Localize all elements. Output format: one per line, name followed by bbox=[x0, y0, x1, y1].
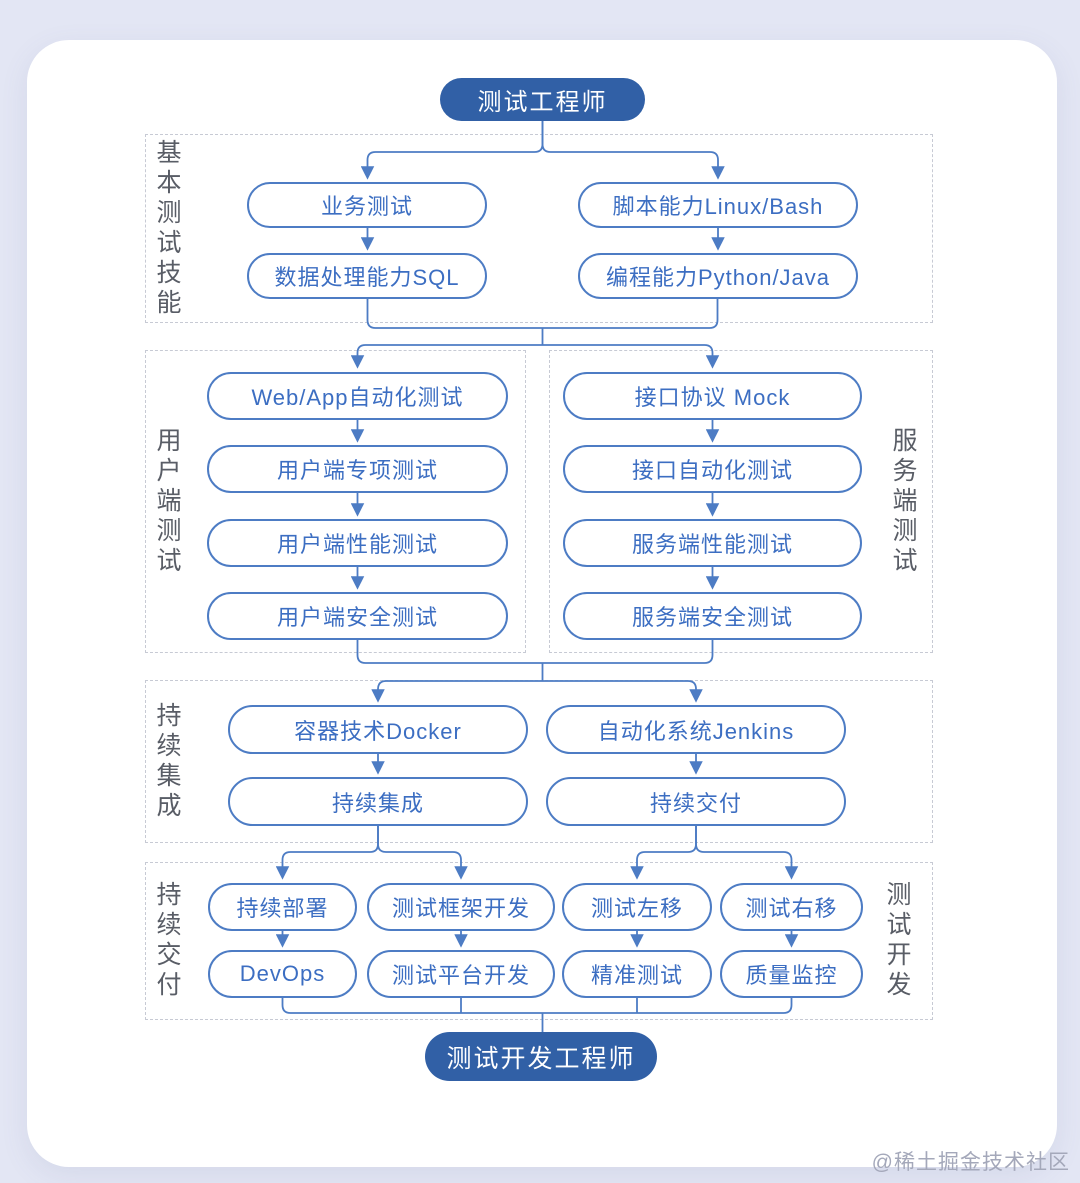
section-continuous-delivery-box bbox=[145, 862, 933, 1020]
section-label-server-testing: 服务端测试 bbox=[889, 426, 917, 577]
section-label-continuous-delivery: 持续交付 bbox=[153, 881, 181, 1001]
node-server-security-testing: 服务端安全测试 bbox=[563, 592, 862, 640]
node-programming-python-java: 编程能力Python/Java bbox=[578, 253, 858, 299]
node-server-performance-testing: 服务端性能测试 bbox=[563, 519, 862, 567]
node-jenkins: 自动化系统Jenkins bbox=[546, 705, 846, 754]
node-devops: DevOps bbox=[208, 950, 357, 998]
node-docker: 容器技术Docker bbox=[228, 705, 528, 754]
node-business-testing: 业务测试 bbox=[247, 182, 487, 228]
node-continuous-delivery: 持续交付 bbox=[546, 777, 846, 826]
section-client-testing-box bbox=[145, 350, 526, 653]
node-test-dev-engineer: 测试开发工程师 bbox=[425, 1032, 657, 1081]
node-test-framework-dev: 测试框架开发 bbox=[367, 883, 555, 931]
node-client-special-testing: 用户端专项测试 bbox=[207, 445, 508, 493]
node-test-engineer: 测试工程师 bbox=[440, 78, 645, 121]
node-client-performance-testing: 用户端性能测试 bbox=[207, 519, 508, 567]
node-continuous-integration: 持续集成 bbox=[228, 777, 528, 826]
section-label-test-development: 测试开发 bbox=[883, 881, 911, 1001]
node-shift-right-testing: 测试右移 bbox=[720, 883, 863, 931]
node-test-platform-dev: 测试平台开发 bbox=[367, 950, 555, 998]
section-label-client-testing: 用户端测试 bbox=[153, 426, 181, 577]
node-api-automation-testing: 接口自动化测试 bbox=[563, 445, 862, 493]
node-client-security-testing: 用户端安全测试 bbox=[207, 592, 508, 640]
node-quality-monitoring: 质量监控 bbox=[720, 950, 863, 998]
section-label-basic-skills: 基本测试技能 bbox=[153, 138, 181, 319]
watermark-text: @稀土掘金技术社区 bbox=[871, 1151, 1070, 1174]
node-precise-testing: 精准测试 bbox=[562, 950, 712, 998]
section-label-continuous-integration: 持续集成 bbox=[153, 701, 181, 822]
node-continuous-deployment: 持续部署 bbox=[208, 883, 357, 931]
node-data-sql: 数据处理能力SQL bbox=[247, 253, 487, 299]
node-shift-left-testing: 测试左移 bbox=[562, 883, 712, 931]
section-server-testing-box bbox=[549, 350, 933, 653]
node-webapp-automation: Web/App自动化测试 bbox=[207, 372, 508, 420]
node-script-linux-bash: 脚本能力Linux/Bash bbox=[578, 182, 858, 228]
node-api-protocol-mock: 接口协议 Mock bbox=[563, 372, 862, 420]
